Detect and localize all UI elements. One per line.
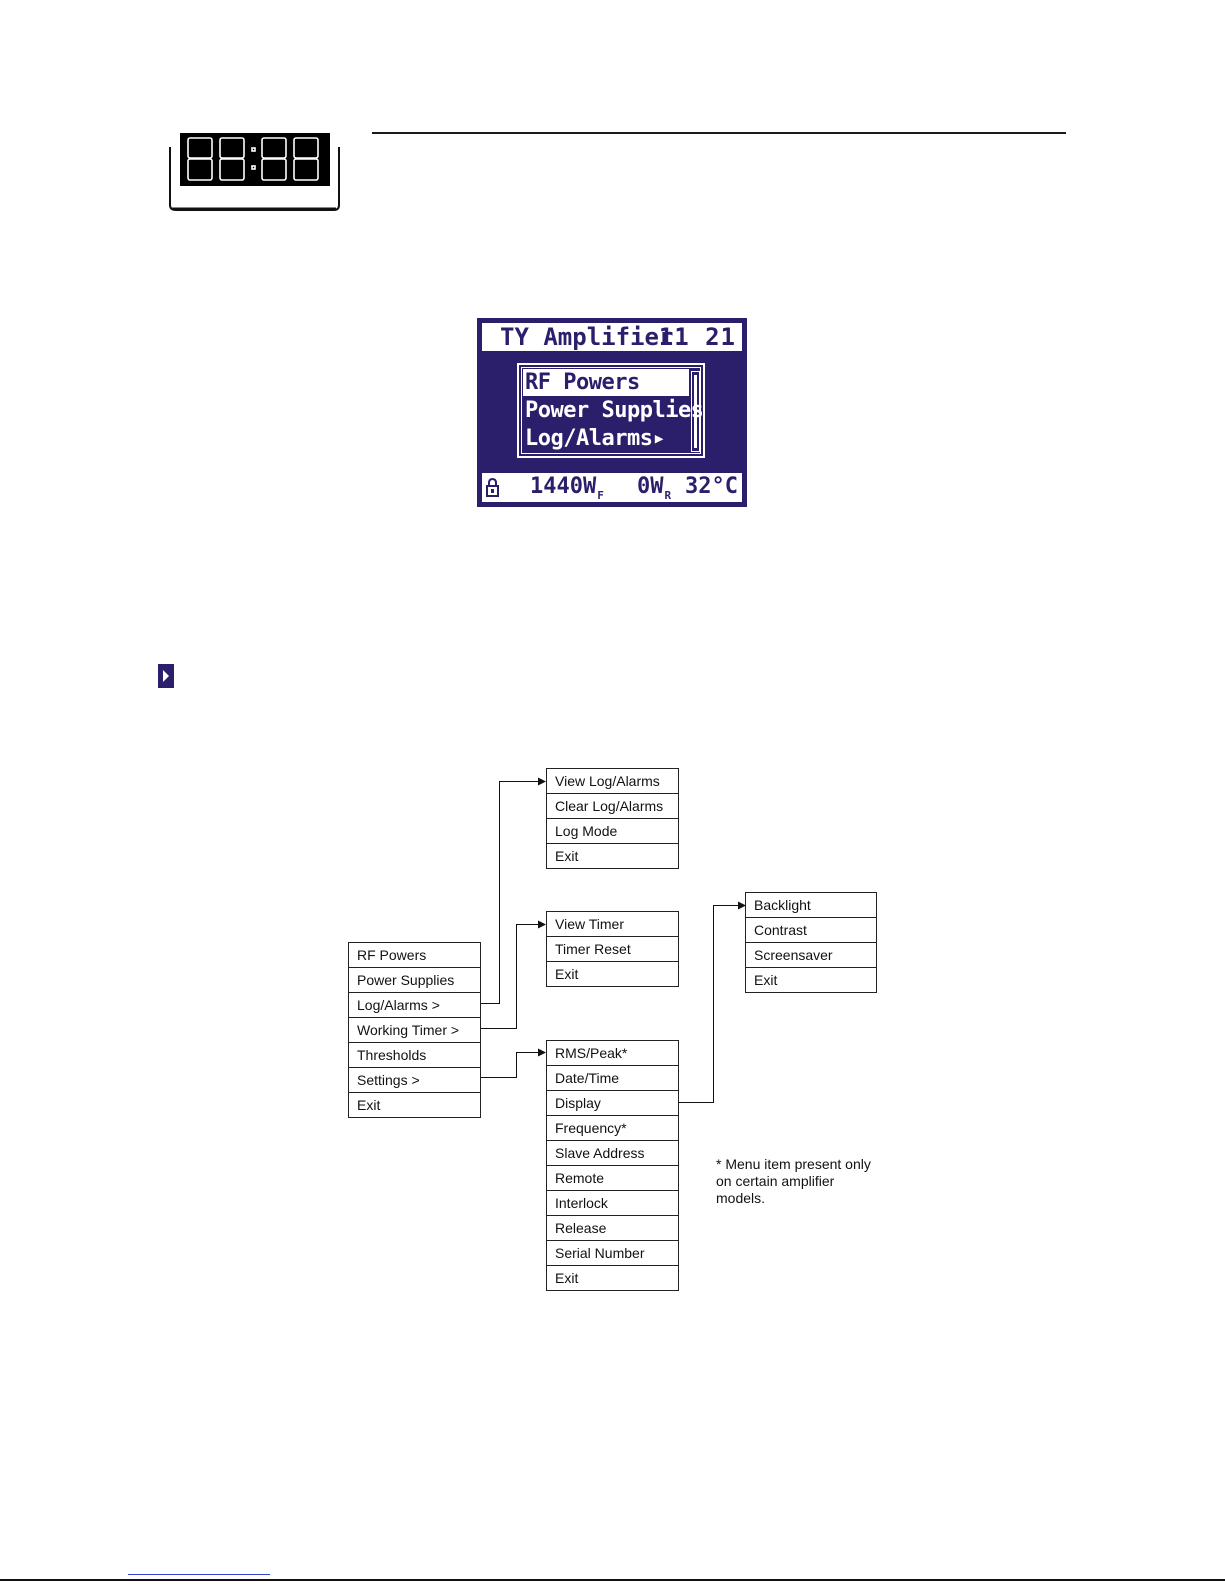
- clock-display-icon: [169, 133, 340, 211]
- menu-item-remote[interactable]: Remote: [547, 1166, 678, 1191]
- lcd-scrollbar: [691, 371, 700, 452]
- menu-item-screensaver[interactable]: Screensaver: [746, 943, 876, 968]
- menu-main: RF Powers Power Supplies Log/Alarms > Wo…: [348, 942, 481, 1118]
- menu-item-serial-number[interactable]: Serial Number: [547, 1241, 678, 1266]
- menu-item-interlock[interactable]: Interlock: [547, 1191, 678, 1216]
- menu-item-thresholds[interactable]: Thresholds: [349, 1043, 480, 1068]
- menu-item-log-alarms[interactable]: Log/Alarms >: [349, 993, 480, 1018]
- menu-item-contrast[interactable]: Contrast: [746, 918, 876, 943]
- menu-item-power-supplies[interactable]: Power Supplies: [349, 968, 480, 993]
- footnote: * Menu item present only on certain ampl…: [716, 1156, 871, 1206]
- lcd-scrollbar-thumb: [694, 375, 697, 448]
- header-rule: [372, 132, 1066, 134]
- menu-item-timer-reset[interactable]: Timer Reset: [547, 937, 678, 962]
- menu-item-display[interactable]: Display: [547, 1091, 678, 1116]
- menu-item-date-time[interactable]: Date/Time: [547, 1066, 678, 1091]
- menu-item-exit[interactable]: Exit: [555, 1270, 579, 1286]
- lcd-temperature: 32°C: [685, 474, 738, 499]
- menu-item-exit[interactable]: Exit: [555, 966, 579, 982]
- footer-link-underline: [128, 1574, 270, 1575]
- lcd-menu-item-rf-powers[interactable]: RF Powers: [523, 369, 689, 396]
- menu-item-view-timer[interactable]: View Timer: [547, 912, 678, 937]
- footer-rule: [0, 1579, 1225, 1581]
- menu-item-frequency[interactable]: Frequency*: [547, 1116, 678, 1141]
- menu-item-exit[interactable]: Exit: [754, 972, 778, 988]
- menu-item-working-timer[interactable]: Working Timer >: [349, 1018, 480, 1043]
- lcd-time: 11 21: [658, 323, 736, 351]
- menu-item-release[interactable]: Release: [547, 1216, 678, 1241]
- menu-item-clear-log-alarms[interactable]: Clear Log/Alarms: [547, 794, 678, 819]
- lcd-menu-item-power-supplies[interactable]: Power Supplies: [525, 398, 704, 423]
- lock-icon: [486, 478, 499, 497]
- menu-settings: RMS/Peak* Date/Time Display Frequency* S…: [546, 1040, 679, 1291]
- lcd-menu: RF Powers Power Supplies Log/Alarms▸: [517, 363, 705, 458]
- menu-item-slave-address[interactable]: Slave Address: [547, 1141, 678, 1166]
- menu-item-rf-powers[interactable]: RF Powers: [349, 943, 480, 968]
- menu-display: Backlight Contrast Screensaver Exit: [745, 892, 877, 993]
- menu-item-view-log-alarms[interactable]: View Log/Alarms: [547, 769, 678, 794]
- lcd-forward-power: 1440WF: [530, 474, 604, 502]
- play-arrow-icon: [158, 664, 174, 688]
- lcd-screen: TY Amplifier 11 21 RF Powers Power Suppl…: [477, 318, 747, 507]
- menu-item-settings[interactable]: Settings >: [349, 1068, 480, 1093]
- lcd-menu-item-log-alarms[interactable]: Log/Alarms▸: [525, 426, 666, 451]
- menu-working-timer: View Timer Timer Reset Exit: [546, 911, 679, 987]
- lcd-status-bar: 1440WF 0WR 32°C: [482, 473, 742, 502]
- menu-item-backlight[interactable]: Backlight: [746, 893, 876, 918]
- menu-item-rms-peak[interactable]: RMS/Peak*: [547, 1041, 678, 1066]
- lcd-title: TY Amplifier: [500, 323, 674, 351]
- menu-item-exit[interactable]: Exit: [555, 848, 579, 864]
- lcd-menu-frame: RF Powers Power Supplies Log/Alarms▸: [521, 367, 704, 454]
- menu-item-log-mode[interactable]: Log Mode: [547, 819, 678, 844]
- menu-item-exit[interactable]: Exit: [357, 1097, 381, 1113]
- menu-log-alarms: View Log/Alarms Clear Log/Alarms Log Mod…: [546, 768, 679, 869]
- lcd-reflected-power: 0WR: [637, 474, 672, 502]
- lcd-title-bar: TY Amplifier 11 21: [482, 323, 742, 351]
